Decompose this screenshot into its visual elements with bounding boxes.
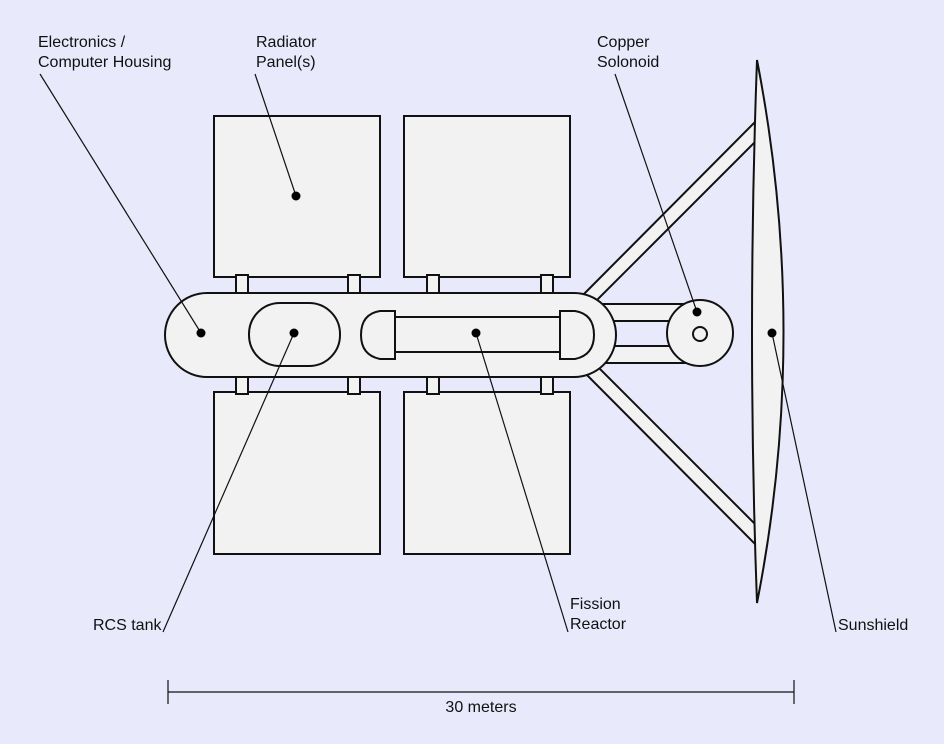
scale-bar bbox=[167, 680, 795, 704]
upper-diagonal-strut bbox=[576, 119, 756, 307]
label-radiator-line2: Panel(s) bbox=[256, 54, 316, 71]
callout-dots bbox=[196, 191, 777, 338]
radiator-panel-bottom-left bbox=[213, 391, 381, 555]
label-radiator-line1: Radiator bbox=[256, 34, 317, 51]
radiator-struts bbox=[235, 274, 554, 395]
label-reactor-line2: Reactor bbox=[570, 616, 627, 633]
sunshield bbox=[751, 59, 785, 604]
label-electronics-line1: Electronics / bbox=[38, 34, 126, 51]
radiator-panel-top-right bbox=[403, 115, 571, 278]
label-rcs-tank: RCS tank bbox=[93, 617, 162, 634]
radiator-panel-bottom-right bbox=[403, 391, 571, 555]
fission-reactor bbox=[359, 310, 596, 360]
lower-diagonal-strut bbox=[576, 359, 756, 547]
scale-label: 30 meters bbox=[445, 699, 516, 716]
leader-lines bbox=[39, 73, 837, 633]
label-reactor-line1: Fission bbox=[570, 596, 621, 613]
label-solenoid-line1: Copper bbox=[597, 34, 650, 51]
label-solenoid-line2: Solonoid bbox=[597, 54, 659, 71]
label-electronics-line2: Computer Housing bbox=[38, 54, 171, 71]
solenoid-core bbox=[692, 326, 708, 342]
label-sunshield: Sunshield bbox=[838, 617, 908, 634]
